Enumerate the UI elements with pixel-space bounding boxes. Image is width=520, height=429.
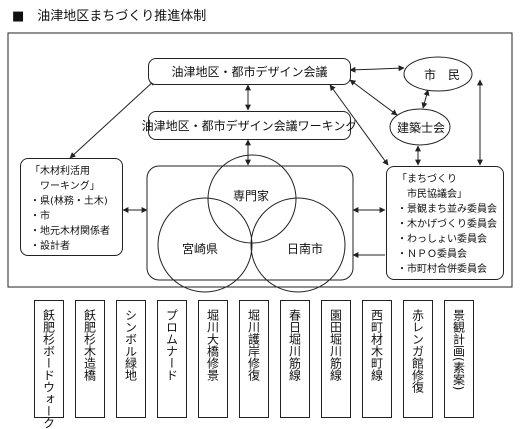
machi-council-box: 「まちづくり 市民協議会」 ・景観まち並み委員会 ・木かげづくり委員会 ・わっし… — [386, 166, 504, 280]
arrow-council-citizens — [349, 65, 405, 73]
project-column: 園田堀川筋線 — [321, 300, 351, 418]
citizens-label: 市 民 — [424, 68, 461, 82]
arrow-council-architects — [349, 79, 398, 116]
project-column: 西町材木町線 — [362, 300, 392, 418]
arrow-council-wood — [69, 79, 156, 159]
working-label: 油津地区・都市デザイン会議ワーキング — [141, 119, 358, 133]
machi-item: ・わっしょい委員会 — [397, 234, 487, 245]
project-column: 春日堀川筋線 — [280, 300, 310, 418]
project-label: プロムナード — [164, 309, 179, 381]
project-column: 堀川護岸修復 — [239, 300, 269, 418]
city-label: 日南市 — [287, 242, 324, 256]
project-label: 景観計画(素案) — [451, 309, 466, 391]
project-label: 園田堀川筋線 — [328, 309, 343, 381]
project-column: プロムナード — [157, 300, 187, 418]
project-column: 飫肥杉木造橋 — [75, 300, 105, 418]
project-column: シンボル緑地 — [116, 300, 146, 418]
city-circle — [250, 197, 346, 293]
machi-title-line2: 市民協議会」 — [407, 189, 467, 200]
wood-item: ・県(林務・土木) — [30, 196, 108, 207]
project-label: 春日堀川筋線 — [287, 309, 302, 381]
council-box: 油津地区・都市デザイン会議 — [148, 58, 351, 85]
machi-item: ・景観まち並み委員会 — [397, 204, 497, 215]
project-column: 堀川大橋修景 — [198, 300, 228, 418]
prefecture-label: 宮崎県 — [182, 242, 219, 256]
architects-label: 建築士会 — [397, 121, 446, 135]
project-label: 赤レンガ館修復 — [410, 309, 425, 393]
machi-title-line1: 「まちづくり — [397, 174, 457, 185]
council-label: 油津地区・都市デザイン会議 — [171, 65, 328, 79]
central-group-frame — [146, 165, 354, 281]
citizens-ellipse — [403, 56, 473, 92]
arrow-council-machi — [329, 84, 389, 166]
project-column: 赤レンガ館修復 — [403, 300, 433, 418]
wood-working-box: 「木材利活用 ワーキング」 ・県(林務・土木) ・市 ・地元木材関係者 ・設計者 — [20, 158, 123, 256]
project-label: シンボル緑地 — [123, 309, 138, 381]
machi-item: ・ＮＰＯ委員会 — [397, 249, 467, 260]
wood-item: ・設計者 — [30, 241, 70, 252]
page-title: ■ 油津地区まちづくり推進体制 — [12, 9, 207, 24]
outer-frame — [7, 32, 513, 288]
project-label: 飫肥杉木造橋 — [82, 309, 97, 381]
wood-title-line1: 「木材利活用 — [30, 166, 90, 177]
prefecture-circle — [157, 197, 253, 293]
project-label: 西町材木町線 — [369, 309, 384, 381]
machi-item: ・市町村合併委員会 — [397, 264, 487, 275]
project-column: 景観計画(素案) — [444, 300, 474, 418]
architects-ellipse — [389, 108, 451, 146]
project-label: 堀川大橋修景 — [205, 309, 220, 381]
wood-title-line2: ワーキング」 — [40, 181, 100, 192]
machi-item: ・木かげづくり委員会 — [397, 219, 497, 230]
project-column: 飫肥杉ボードウォーク — [34, 300, 64, 429]
expert-label: 専門家 — [233, 189, 270, 203]
working-box: 油津地区・都市デザイン会議ワーキング — [142, 111, 357, 140]
project-label: 飫肥杉ボードウォーク — [41, 309, 56, 429]
wood-item: ・市 — [30, 211, 50, 222]
wood-item: ・地元木材関係者 — [30, 226, 110, 237]
project-label: 堀川護岸修復 — [246, 309, 261, 381]
arrow-citizens-architects — [421, 89, 430, 109]
